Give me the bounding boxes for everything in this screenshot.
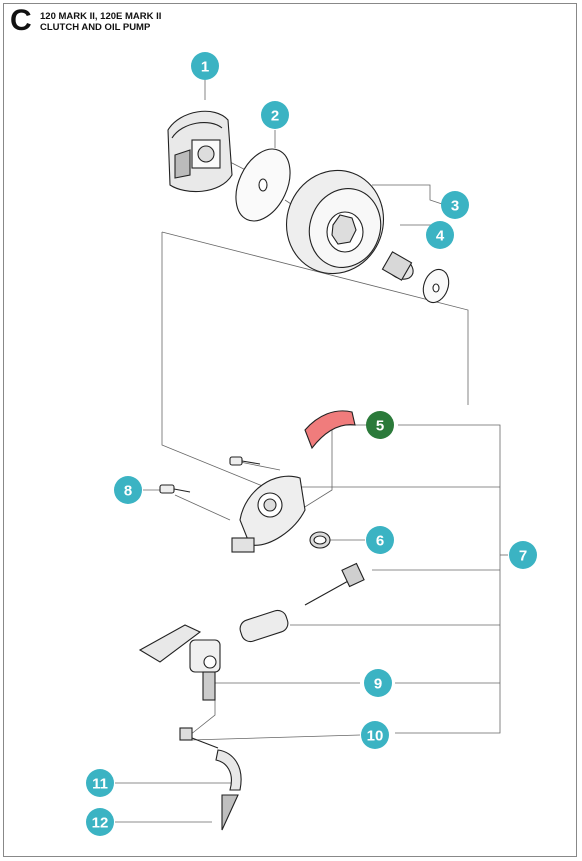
callout-7-label: 7	[519, 548, 527, 565]
callout-5[interactable]: 5	[366, 411, 394, 439]
diagram-title: 120 MARK II, 120E MARK II CLUTCH AND OIL…	[40, 11, 161, 33]
pump-plunger-part	[239, 609, 289, 643]
callout-2[interactable]: 2	[261, 101, 289, 129]
callout-6[interactable]: 6	[366, 526, 394, 554]
section-letter: C	[10, 4, 32, 37]
pipe-fitting-part	[179, 727, 219, 749]
callout-1-label: 1	[201, 59, 209, 76]
oil-pump-housing-part	[231, 475, 306, 553]
title-line-1: 120 MARK II, 120E MARK II	[40, 11, 162, 22]
leader-lines	[115, 80, 508, 823]
callout-12-label: 12	[92, 815, 109, 832]
callout-7[interactable]: 7	[509, 541, 537, 569]
callout-2-label: 2	[271, 108, 279, 125]
callout-8[interactable]: 8	[114, 476, 142, 504]
lever-part	[138, 624, 221, 701]
callout-11[interactable]: 11	[86, 769, 114, 797]
clutch-drum-part	[285, 169, 385, 275]
oil-strainer-part	[221, 794, 239, 831]
callout-12[interactable]: 12	[86, 808, 114, 836]
title-line-2: CLUTCH AND OIL PUMP	[40, 22, 151, 33]
oil-hose-part	[215, 749, 242, 791]
callout-4[interactable]: 4	[426, 221, 454, 249]
callout-11-label: 11	[92, 776, 108, 793]
screws-part	[159, 456, 261, 494]
callout-9[interactable]: 9	[364, 669, 392, 697]
callout-10[interactable]: 10	[361, 721, 389, 749]
callout-3[interactable]: 3	[441, 191, 469, 219]
callout-6-label: 6	[376, 533, 384, 550]
washer-part	[235, 148, 291, 222]
needle-bearing-part	[381, 251, 450, 304]
callout-3-label: 3	[451, 198, 459, 215]
callout-10-label: 10	[367, 728, 384, 745]
spring-part	[309, 531, 331, 549]
callout-4-label: 4	[436, 228, 445, 245]
clutch-part	[167, 110, 233, 193]
callout-1[interactable]: 1	[191, 52, 219, 80]
callout-8-label: 8	[124, 483, 132, 500]
callout-5-label: 5	[376, 418, 384, 435]
worm-shaft-part	[304, 562, 365, 606]
brake-shoe-part	[304, 410, 356, 450]
diagram-frame	[3, 3, 577, 857]
callout-9-label: 9	[374, 676, 382, 693]
